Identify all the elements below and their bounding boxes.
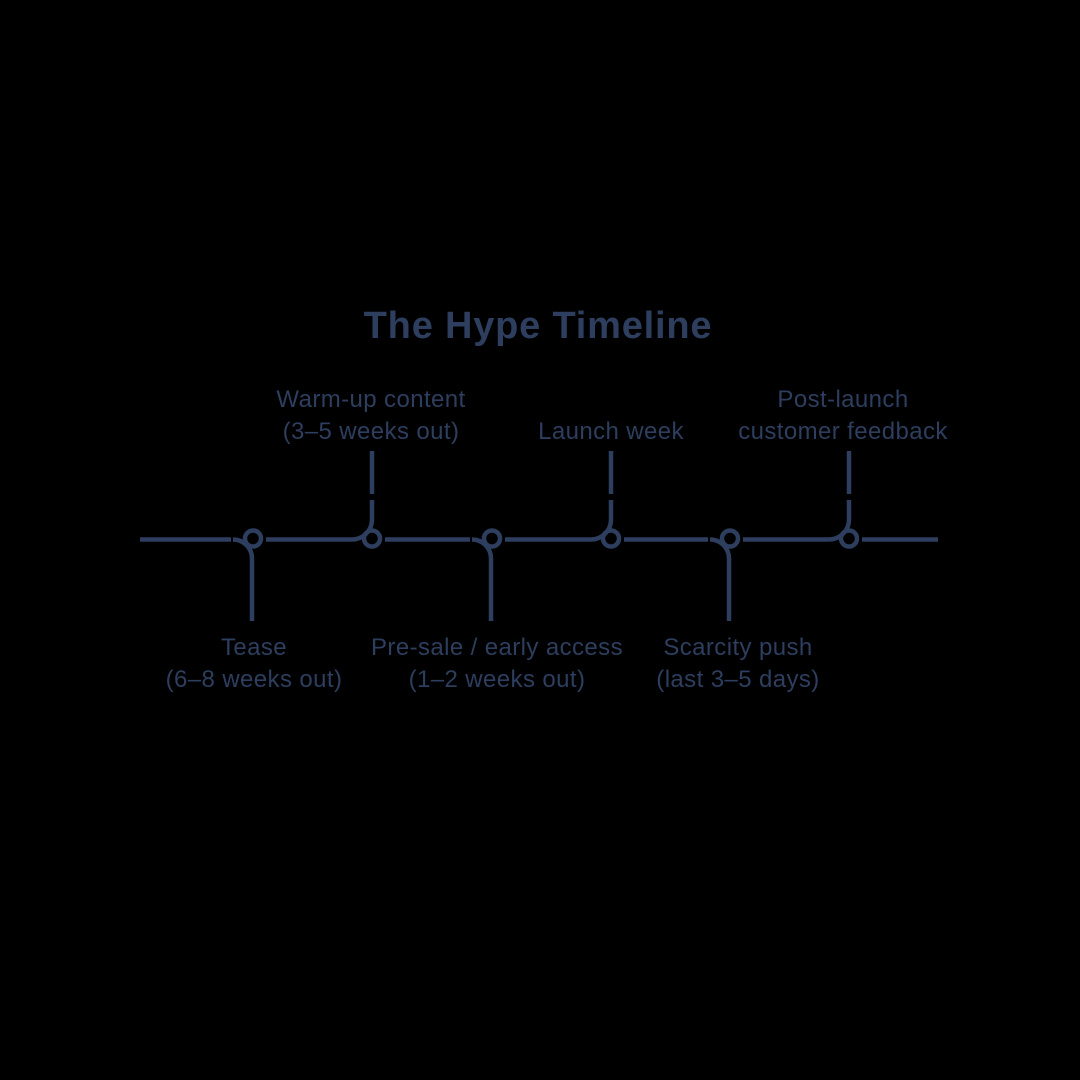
node-connector-tease bbox=[232, 537, 255, 621]
node-circle-launch-week bbox=[600, 528, 622, 549]
page-title: The Hype Timeline bbox=[363, 305, 713, 347]
node-label-tease: Tease (6–8 weeks out) bbox=[165, 634, 343, 693]
node-label-warm-up-content: Warm-up content (3–5 weeks out) bbox=[276, 386, 466, 445]
node-label-post-launch-customer-feedback: Post-launch customer feedback bbox=[738, 386, 948, 445]
node-label-pre-sale-early-access: Pre-sale / early access (1–2 weeks out) bbox=[371, 634, 623, 693]
node-circle-pre-sale-early-access bbox=[481, 528, 503, 549]
node-connector-scarcity-push bbox=[709, 537, 732, 621]
node-label-launch-week: Launch week bbox=[538, 418, 684, 445]
node-label-scarcity-push: Scarcity push (last 3–5 days) bbox=[656, 634, 820, 693]
node-circle-tease bbox=[242, 528, 264, 549]
node-circle-warm-up-content bbox=[361, 528, 383, 549]
node-circle-post-launch-customer-feedback bbox=[838, 528, 860, 549]
node-circle-scarcity-push bbox=[719, 528, 741, 549]
node-connector-pre-sale-early-access bbox=[471, 537, 494, 621]
